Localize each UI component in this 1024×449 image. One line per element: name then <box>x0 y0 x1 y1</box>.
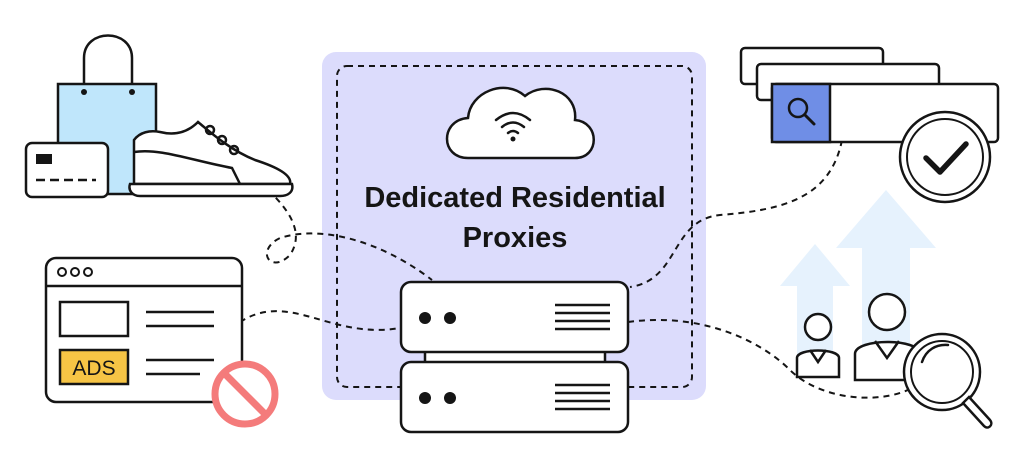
server-top-led-2 <box>444 312 456 324</box>
card-body <box>24 141 110 199</box>
server-bottom-vents <box>555 383 610 411</box>
cloud-shape <box>445 86 595 160</box>
connection-search-to-server <box>629 139 843 288</box>
connection-users-to-server <box>627 318 913 399</box>
wifi-arc-outer <box>494 111 532 122</box>
wifi-arc-middle <box>500 121 526 129</box>
user-large-collar <box>873 340 901 361</box>
sneaker-upper <box>132 120 292 186</box>
check-circle-outer <box>898 110 992 204</box>
user-small-collar <box>808 349 828 365</box>
server-bottom-led-1 <box>419 392 431 404</box>
cloud-wifi-icon <box>445 86 595 160</box>
checkmark-icon <box>898 110 992 204</box>
browser-dot-3 <box>83 267 93 277</box>
connection-lines <box>239 139 913 399</box>
sneaker-sole <box>128 182 294 198</box>
diagram-title-line-2: Proxies <box>462 222 568 254</box>
magnifier-glare <box>920 343 950 364</box>
ads-badge <box>58 348 130 386</box>
server-top-led-1 <box>419 312 431 324</box>
arrow-large <box>836 190 936 380</box>
no-sign-bar <box>222 371 268 417</box>
bag-hole-left <box>81 89 87 95</box>
wifi-arc-inner <box>506 129 520 135</box>
sneaker-laces <box>204 124 240 156</box>
browser-dot-1 <box>57 267 67 277</box>
magnifier-lens-inner <box>910 340 974 404</box>
server-unit-top <box>399 280 630 354</box>
card-chip <box>36 154 52 164</box>
no-ads-icon <box>211 360 279 428</box>
user-small-head <box>803 312 833 342</box>
server-icon <box>399 280 630 434</box>
magnifier-handle <box>961 395 993 429</box>
growth-arrows-icon <box>780 190 936 380</box>
arrow-small <box>780 244 850 378</box>
server-top-vents <box>555 303 610 331</box>
search-button <box>770 82 832 144</box>
diagram-title-line-1: Dedicated Residential <box>364 182 666 214</box>
check-mark <box>923 141 969 175</box>
search-button-handle <box>803 113 816 126</box>
magnifier-icon <box>902 332 993 429</box>
wifi-dot <box>510 136 516 142</box>
credit-card-icon <box>24 141 110 199</box>
browser-window-icon: ADS <box>44 256 244 404</box>
search-button-lens <box>787 97 809 119</box>
browser-image-placeholder <box>58 300 130 338</box>
sneaker-stripe <box>133 150 242 185</box>
bag-handle <box>82 34 134 84</box>
server-bottom-led-2 <box>444 392 456 404</box>
server-unit-bottom <box>399 360 630 434</box>
sneaker-icon <box>128 120 294 198</box>
diagram-title: Dedicated Residential Proxies <box>330 178 700 258</box>
magnifier-lens-outer <box>902 332 982 412</box>
ads-badge-label: ADS <box>72 357 115 380</box>
browser-dot-2 <box>70 267 80 277</box>
check-circle-inner <box>906 118 984 196</box>
bag-hole-right <box>129 89 135 95</box>
user-large-head <box>867 292 907 332</box>
center-panel-dashed-border <box>336 65 693 388</box>
